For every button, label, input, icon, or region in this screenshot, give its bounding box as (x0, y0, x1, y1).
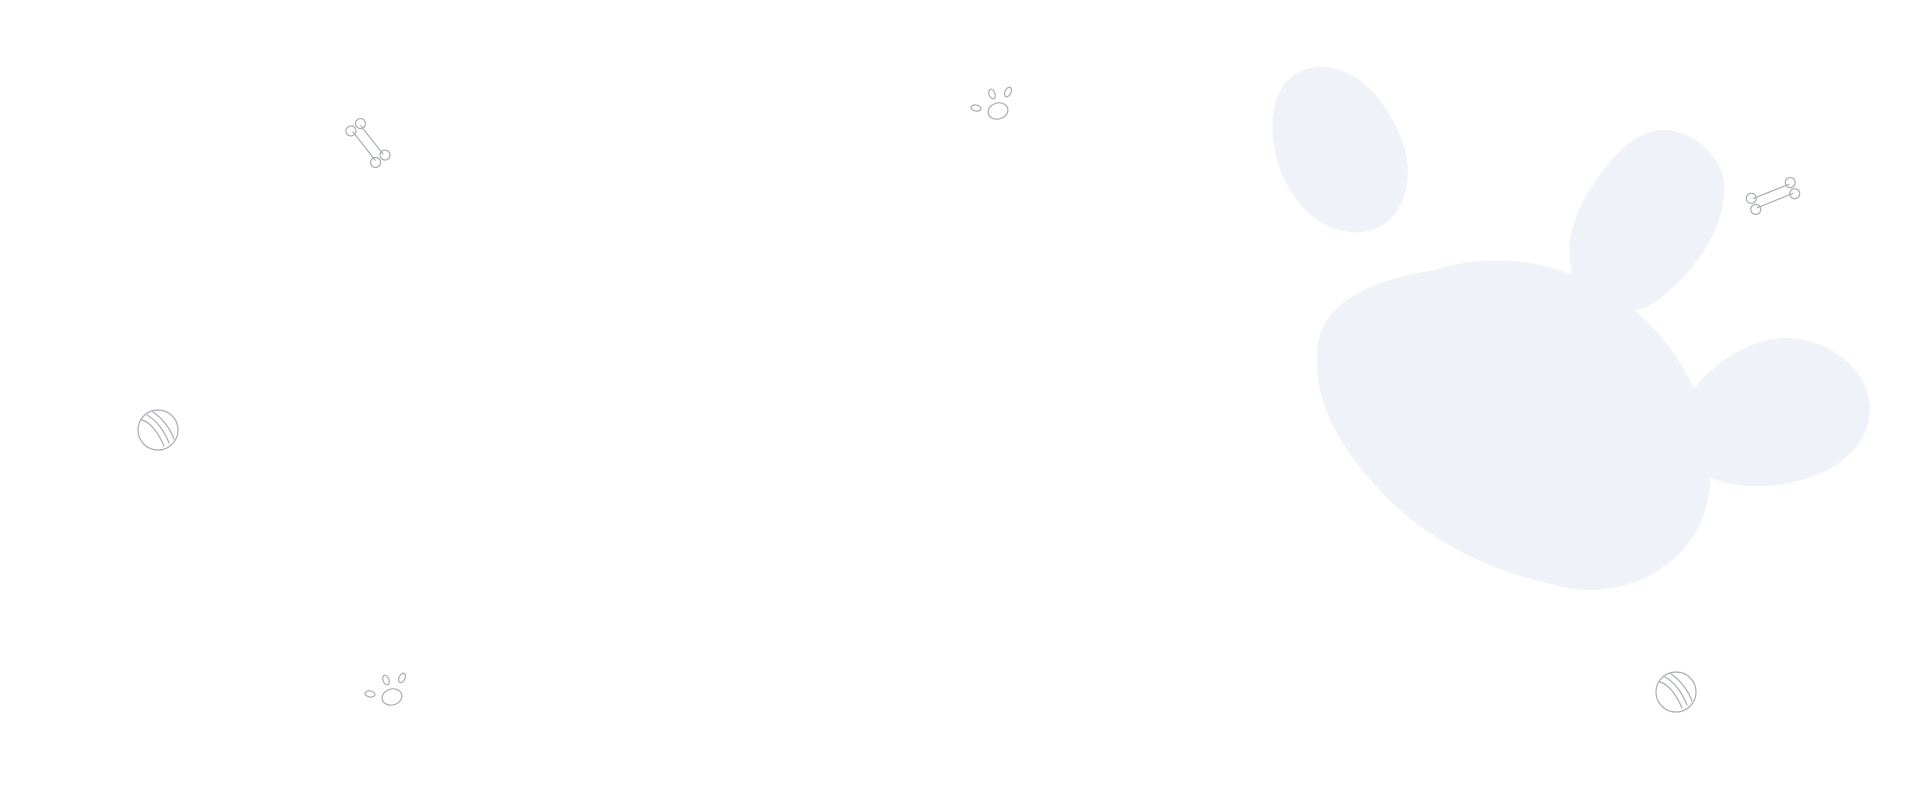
bone-icon (340, 112, 396, 174)
ball-icon (136, 408, 182, 452)
paw-print-icon (1272, 66, 1870, 590)
bone-icon (1742, 174, 1804, 218)
paw-toe (1272, 66, 1408, 233)
paw-pad (1316, 260, 1712, 590)
paw-print-icon (970, 86, 1016, 122)
paw-print-icon (364, 672, 410, 708)
paw-toe (1675, 337, 1870, 487)
paw-toe (1569, 129, 1725, 312)
ball-icon (1654, 670, 1700, 714)
